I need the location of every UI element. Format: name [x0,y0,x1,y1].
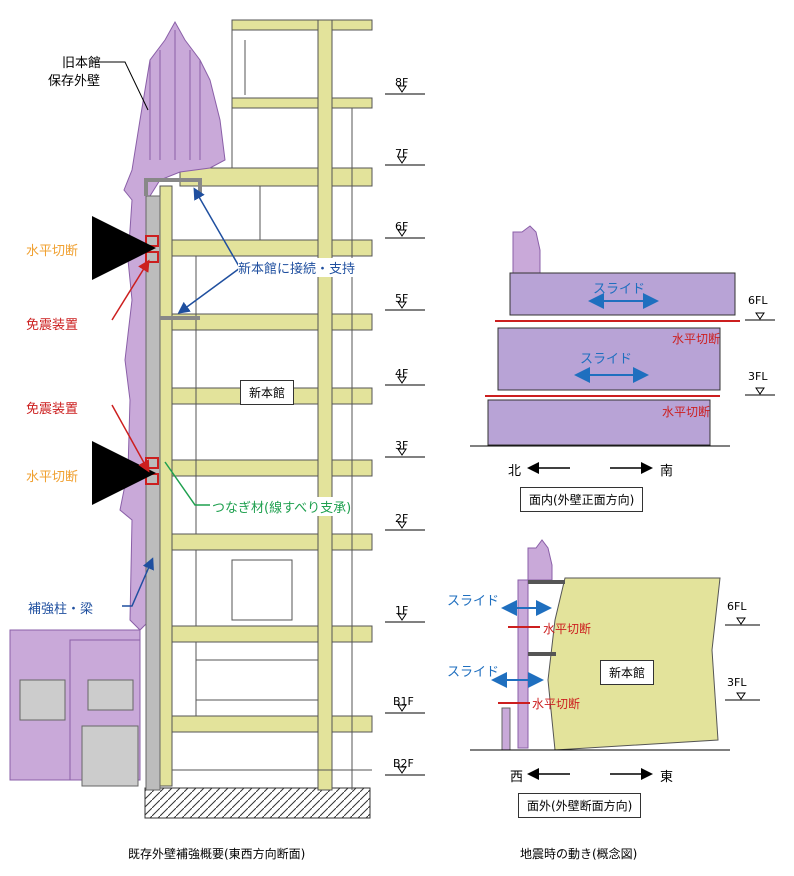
tie-label: つなぎ材(線すべり支承) [212,497,352,516]
arrow-connect-1 [193,187,241,269]
in-plane-cut-1: 水平切断 [672,332,721,346]
floor-5F: 5F [395,292,409,305]
out-plane-cut-1: 水平切断 [543,622,592,636]
floor-2F: 2F [395,512,409,525]
floor-B1F: B1F [393,695,414,708]
out-plane-new-building: 新本館 [600,660,655,685]
floor-1F: 1F [395,604,409,617]
connect-label: 新本館に接続・支持 [238,258,356,277]
isolator-label-top: 免震装置 [26,318,79,333]
south-label: 南 [660,464,674,479]
in-plane-slide-1: スライド [593,282,646,297]
out-plane-cut-2: 水平切断 [532,697,581,711]
out-plane-slide-2: スライド [447,665,500,680]
in-plane-3fl: 3FL [748,370,768,383]
facade-details [149,30,201,160]
cut-label-bottom: 水平切断 [26,470,79,485]
east-label: 東 [660,770,674,785]
out-plane-slide-1: スライド [447,594,500,609]
west-label: 西 [510,770,524,785]
north-label: 北 [508,464,522,479]
arrow-reinforce [122,557,154,607]
leader-old-wall [90,61,149,111]
in-plane-diagram [470,225,775,474]
floor-8F: 8F [395,76,409,89]
right-caption: 地震時の動き(概念図) [520,847,638,861]
reinforce-label: 補強柱・梁 [28,602,94,617]
in-plane-6fl: 6FL [748,294,768,307]
floor-B2F: B2F [393,757,414,770]
new-building-label: 新本館 [240,380,295,405]
out-plane-3fl: 3FL [727,676,747,689]
floor-6F: 6F [395,220,409,233]
interior-lines [172,30,372,790]
in-plane-box-label: 面内(外壁正面方向) [520,487,644,512]
old-wall-label-1: 旧本館 [62,56,102,71]
out-plane-box-label: 面外(外壁断面方向) [518,793,642,818]
in-plane-slide-2: スライド [580,352,633,367]
left-caption: 既存外壁補強概要(東西方向断面) [128,847,306,861]
floor-3F: 3F [395,439,409,452]
cut-label-top: 水平切断 [26,244,79,259]
arrow-tie [164,461,210,506]
foundation-hatch [144,787,371,819]
floor-7F: 7F [395,147,409,160]
arrow-isolator-bottom [111,404,150,473]
arrow-isolator-top [111,259,150,321]
isolator-label-bottom: 免震装置 [26,402,79,417]
in-plane-cut-2: 水平切断 [662,405,711,419]
out-plane-6fl: 6FL [727,600,747,613]
reinforcement-column [145,195,161,791]
out-of-plane-diagram [470,539,760,780]
arrow-connect-2 [177,267,241,314]
floor-level-lines [385,85,425,776]
floor-4F: 4F [395,367,409,380]
basement-blocks [19,679,139,787]
old-wall-label-2: 保存外壁 [48,74,101,89]
